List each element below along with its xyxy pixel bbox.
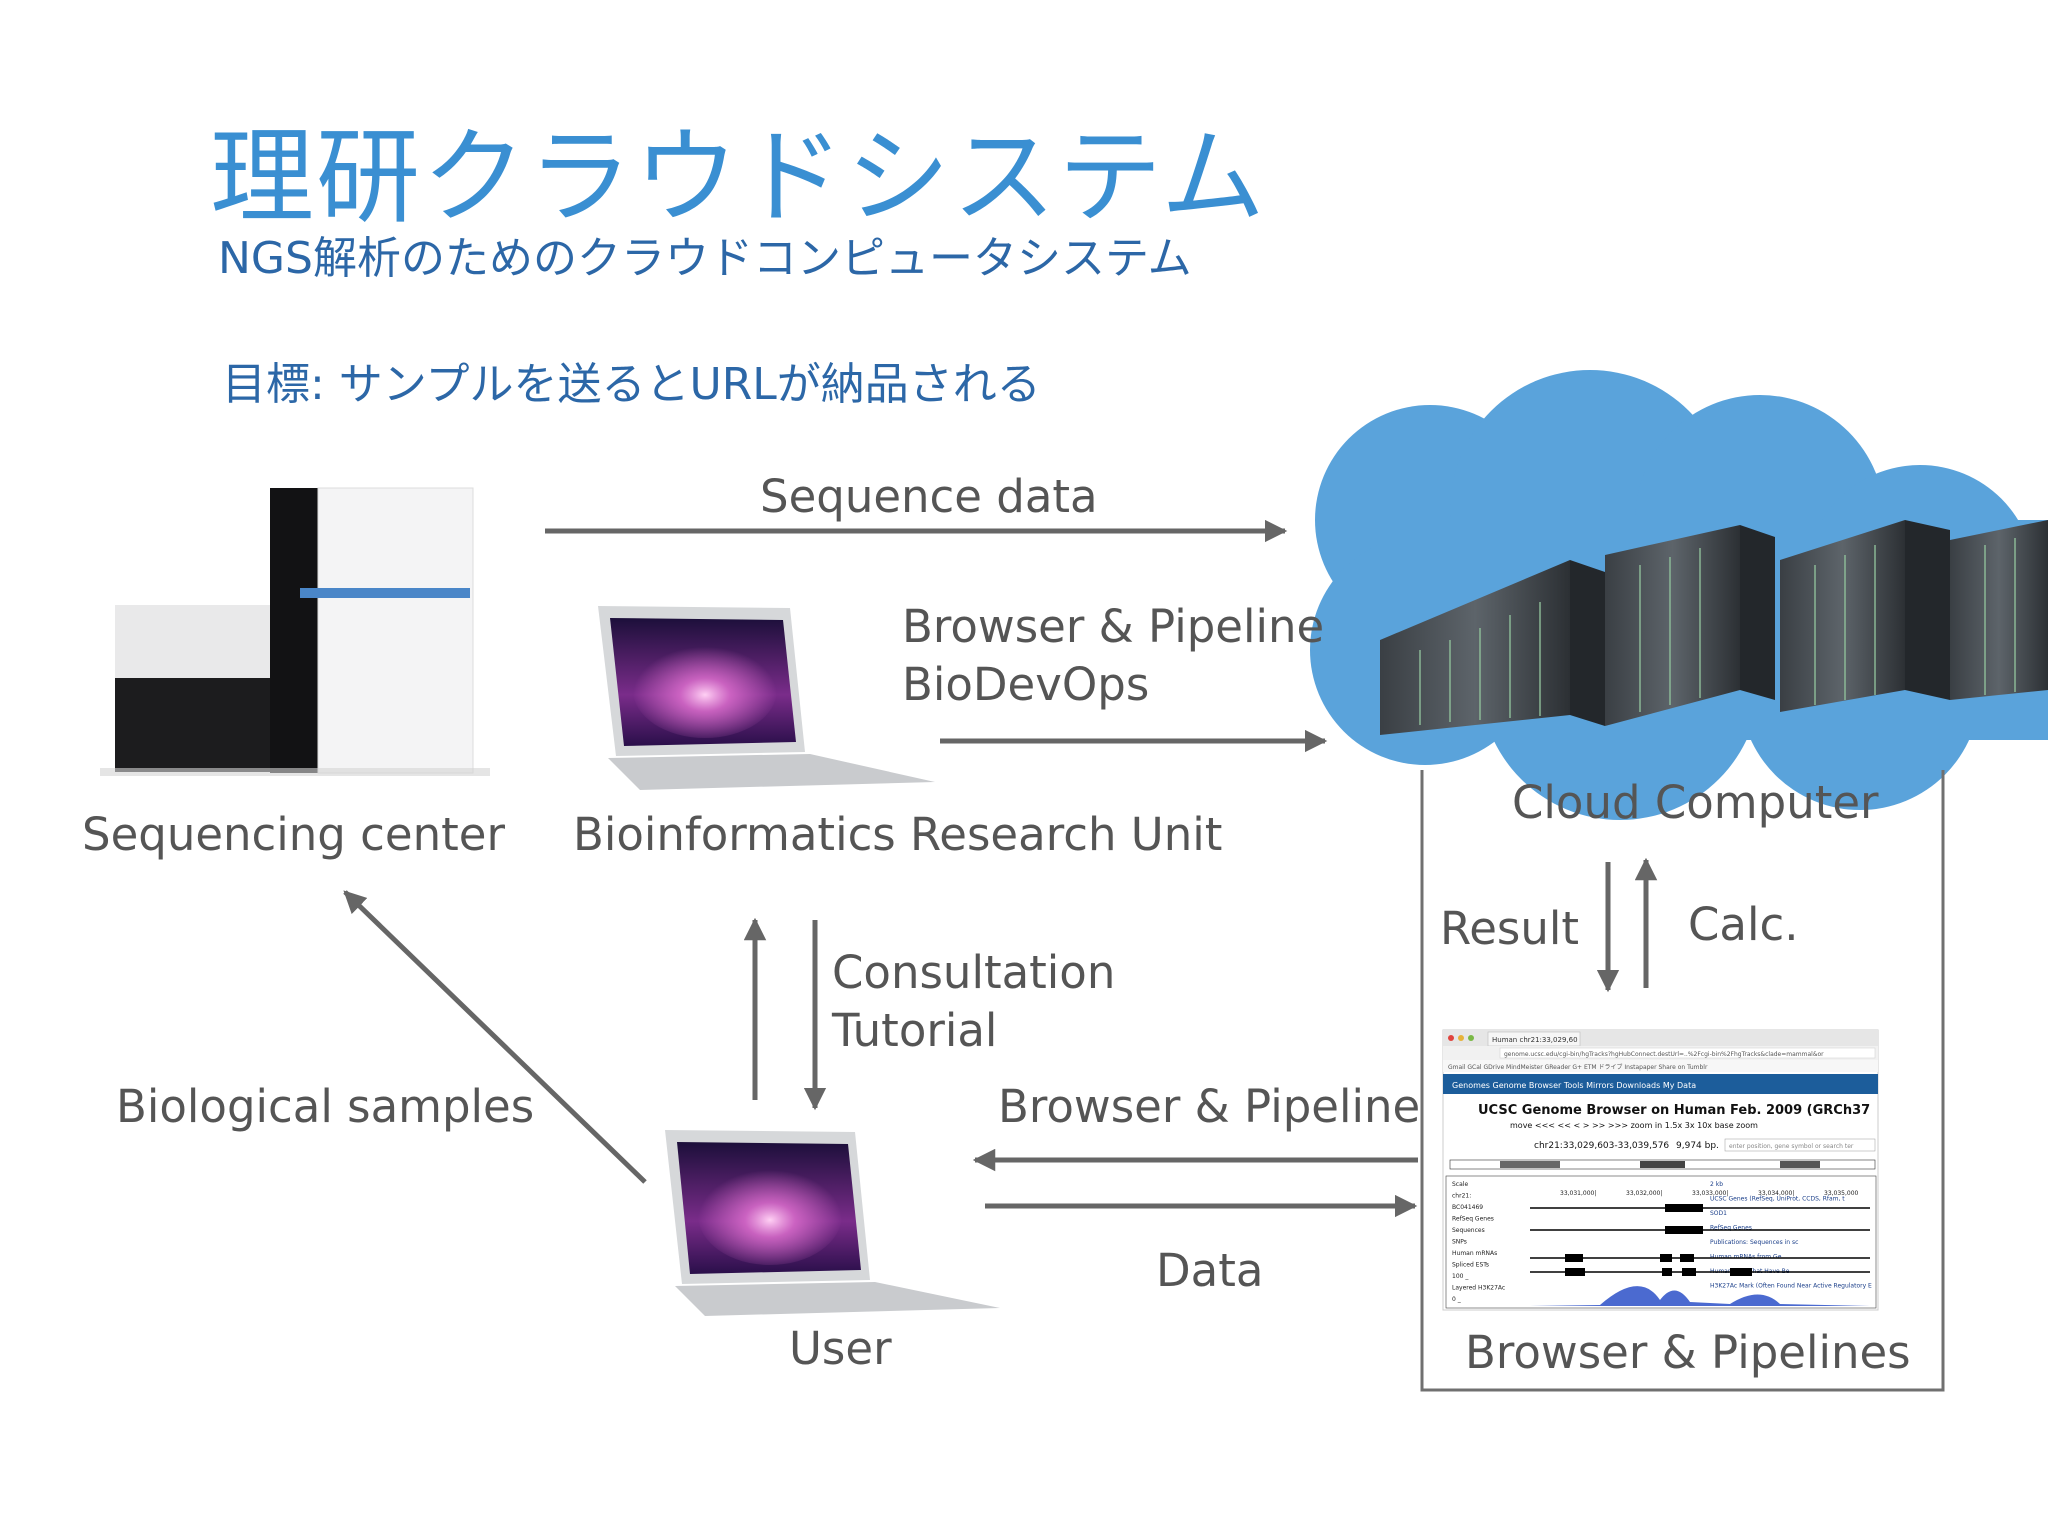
browser-pipeline-label: Browser & Pipeline bbox=[998, 1080, 1421, 1133]
coordText-item: 33,034,000| bbox=[1758, 1190, 1794, 1197]
trackNotes-item: Publications: Sequences in sc bbox=[1710, 1239, 1798, 1246]
goal-statement: 目標: サンプルを送るとURLが納品される bbox=[222, 359, 1041, 410]
sequencer-image bbox=[100, 487, 490, 776]
biological-samples-label: Biological samples bbox=[116, 1080, 535, 1133]
coordText-item: 33,032,000| bbox=[1626, 1190, 1662, 1197]
calc-label: Calc. bbox=[1688, 898, 1799, 951]
trackLabels-item: Scale bbox=[1452, 1181, 1468, 1188]
bioinformatics-laptop-image bbox=[598, 606, 935, 790]
result-label: Result bbox=[1440, 902, 1580, 955]
sequence-data-label: Sequence data bbox=[760, 470, 1098, 523]
trackLabels-item: RefSeq Genes bbox=[1452, 1216, 1494, 1223]
svg-text:Genomes Genome Browser: Genomes Genome Browser Tools Mirrors Dow… bbox=[1452, 1081, 1696, 1090]
svg-text:genome.ucsc.edu/cgi-bin/hgTrac: genome.ucsc.edu/cgi-bin/hgTracks?hgHubCo… bbox=[1504, 1051, 1824, 1058]
svg-text:chr21:33,029,603-33,039,576: chr21:33,029,603-33,039,576 bbox=[1534, 1141, 1669, 1151]
svg-text:enter position, gene symbol or: enter position, gene symbol or search te… bbox=[1729, 1143, 1854, 1150]
trackNotes-item: Human mRNAs from Ge bbox=[1710, 1254, 1782, 1261]
svg-text:UCSC Genome Browser on Human F: UCSC Genome Browser on Human Feb. 2009 (… bbox=[1478, 1103, 1870, 1118]
bookmark-text: Gmail GCal GDrive MindMeister GReader G+… bbox=[1448, 1063, 1708, 1071]
coordText-item: 33,031,000| bbox=[1560, 1190, 1596, 1197]
page-subtitle: NGS解析のためのクラウドコンピュータシステム bbox=[218, 233, 1192, 284]
browser-pipelines-label: Browser & Pipelines bbox=[1465, 1326, 1911, 1379]
arrows bbox=[343, 519, 1658, 1218]
trackLabels-item: Layered H3K27Ac bbox=[1452, 1285, 1505, 1292]
ucsc-browser-screenshot: Human chr21:33,029,60 genome.ucsc.edu/cg… bbox=[1442, 1029, 1879, 1311]
coordText-item: 33,035,000 bbox=[1824, 1190, 1859, 1197]
consultation-tutorial-label: Consultation Tutorial bbox=[832, 946, 1116, 1057]
trackNotes-item: 2 kb bbox=[1710, 1181, 1723, 1188]
trackLabels-item: BC041469 bbox=[1452, 1204, 1483, 1211]
trackLabels-item: 100 _ bbox=[1452, 1273, 1469, 1280]
svg-text:9,974 bp.: 9,974 bp. bbox=[1676, 1141, 1719, 1151]
browser-pipeline-biodevops-label: Browser & Pipeline BioDevOps bbox=[902, 600, 1325, 711]
arrow-biological-samples bbox=[343, 890, 647, 1184]
bioinformatics-label: Bioinformatics Research Unit bbox=[573, 808, 1223, 861]
trackLabels-item: Sequences bbox=[1452, 1227, 1485, 1234]
trackNotes-item: UCSC Genes (RefSeq, UniProt, CCDS, Rfam,… bbox=[1710, 1196, 1845, 1203]
supercomputer-racks-image bbox=[1380, 520, 2048, 735]
sequencing-center-label: Sequencing center bbox=[82, 808, 505, 861]
page-title: 理研クラウドシステム bbox=[210, 116, 1267, 238]
cloud-computer-label: Cloud Computer bbox=[1512, 776, 1879, 829]
svg-text:Human chr21:33,029,60: Human chr21:33,029,60 bbox=[1492, 1036, 1578, 1044]
coordText-item: 33,033,000| bbox=[1692, 1190, 1728, 1197]
user-label: User bbox=[789, 1322, 892, 1375]
trackLabels-item: chr21: bbox=[1452, 1193, 1471, 1200]
cloud-browser-frame bbox=[1420, 770, 1945, 1392]
trackLabels-item: Human mRNAs bbox=[1452, 1250, 1497, 1257]
trackNotes-item: SOD1 bbox=[1710, 1210, 1727, 1217]
data-label: Data bbox=[1156, 1244, 1264, 1297]
user-laptop-image bbox=[665, 1130, 1000, 1316]
trackNotes-item: H3K27Ac Mark (Often Found Near Active Re… bbox=[1710, 1283, 1872, 1290]
trackNotes-item: RefSeq Genes bbox=[1710, 1225, 1752, 1232]
trackLabels-item: SNPs bbox=[1452, 1239, 1467, 1246]
trackLabels-item: 0 _ bbox=[1452, 1296, 1462, 1303]
trackLabels-item: Spliced ESTs bbox=[1452, 1262, 1489, 1269]
svg-text:move <<< << < > >> >>>: move <<< << < > >> >>> zoom in 1.5x 3x 1… bbox=[1510, 1121, 1758, 1130]
